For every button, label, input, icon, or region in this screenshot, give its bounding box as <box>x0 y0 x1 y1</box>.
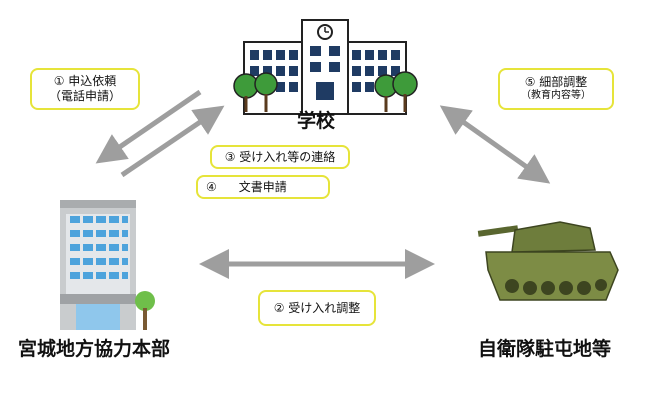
step1-line2: （電話申請） <box>48 89 121 103</box>
step2-box: ② 受け入れ調整 <box>258 290 376 326</box>
arrow-school-to-pco <box>95 89 202 164</box>
sdf-label: 自衛隊駐屯地等 <box>478 338 612 360</box>
arrow-school-sdf <box>439 105 551 184</box>
school-label: 学校 <box>297 110 336 132</box>
step4-num: ④ <box>206 179 217 194</box>
step1-line1: ① 申込依頼 <box>53 74 117 88</box>
step3-text: ③ 受け入れ等の連絡 <box>224 149 336 164</box>
arrow-pco-to-school <box>120 105 225 178</box>
step2-text: ② 受け入れ調整 <box>273 300 361 315</box>
step5-line1: ⑤ 細部調整 <box>524 75 588 90</box>
step5-box: ⑤ 細部調整 （教育内容等） <box>498 68 614 110</box>
pco-label: 宮城地方協力本部 <box>18 338 171 360</box>
step3-box: ③ 受け入れ等の連絡 <box>210 145 350 169</box>
step4-box: ④ 文書申請 <box>196 175 330 199</box>
step5-line2: （教育内容等） <box>521 90 591 102</box>
step1-box: ① 申込依頼 （電話申請） <box>30 68 140 110</box>
step4-text: 文書申請 <box>238 179 287 194</box>
